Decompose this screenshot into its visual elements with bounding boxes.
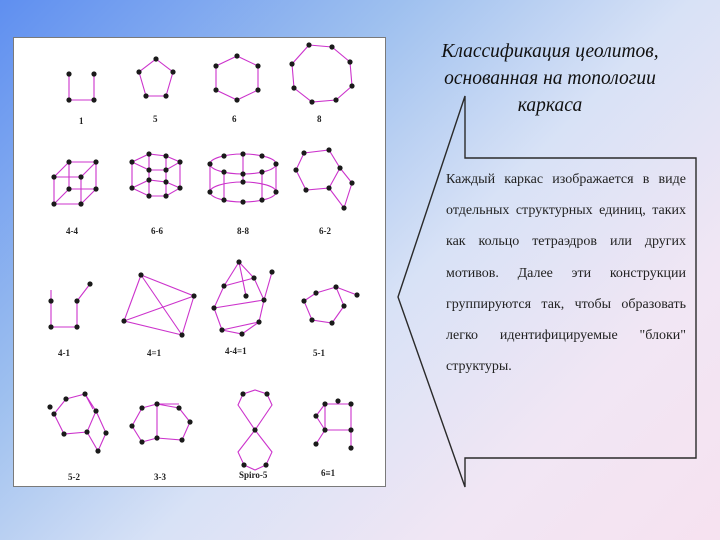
unit-4-4: [51, 159, 99, 207]
label-unit-8-8: 8-8: [237, 226, 249, 236]
zeolite-building-units-figure: 1 5 6 8 4-4 6-6 8-8 6-2 4-1 4=1 4-4=1 5-…: [13, 37, 386, 487]
label-unit-6-2: 6-2: [319, 226, 331, 236]
unit-4-1: [48, 281, 93, 330]
unit-1: [66, 71, 97, 103]
title-line-1: Классификация цеолитов,: [441, 41, 659, 62]
slide-title: Классификация цеолитов, основанная на то…: [400, 38, 700, 119]
description-text: Каждый каркас изображается в виде отдель…: [446, 164, 686, 382]
unit-4-4=1: [211, 259, 275, 337]
unit-5-2: [47, 391, 109, 454]
label-unit-5: 5: [153, 114, 158, 124]
label-unit-8: 8: [317, 114, 322, 124]
unit-5-1: [301, 284, 360, 326]
label-unit-4-1: 4-1: [58, 348, 70, 358]
unit-5-ring: [136, 56, 176, 99]
label-unit-5-1: 5-1: [313, 348, 325, 358]
building-units-diagram: 1 5 6 8 4-4 6-6 8-8 6-2 4-1 4=1 4-4=1 5-…: [47, 42, 360, 482]
unit-3-3: [129, 401, 193, 445]
label-unit-4-4=1: 4-4=1: [225, 346, 247, 356]
unit-spiro-5: [237, 389, 273, 471]
unit-4=1: [121, 272, 197, 338]
label-unit-6=1: 6≡1: [321, 468, 336, 478]
title-line-3: каркаса: [517, 95, 583, 116]
title-line-2: основанная на топологии: [444, 68, 656, 89]
label-unit-6-6: 6-6: [151, 226, 163, 236]
label-unit-1: 1: [79, 116, 84, 126]
label-unit-5-2: 5-2: [68, 472, 80, 482]
unit-6-ring: [213, 53, 261, 103]
unit-6=1: [313, 398, 354, 451]
unit-8-ring: [289, 42, 355, 105]
unit-6-6: [129, 151, 183, 199]
unit-6-2: [293, 147, 355, 211]
label-unit-3-3: 3-3: [154, 472, 166, 482]
label-unit-4=1: 4=1: [147, 348, 162, 358]
label-unit-spiro-5: Spiro-5: [239, 470, 268, 480]
label-unit-4-4: 4-4: [66, 226, 78, 236]
label-unit-6: 6: [232, 114, 237, 124]
description-paragraph: Каждый каркас изображается в виде отдель…: [446, 172, 686, 375]
unit-8-8: [207, 151, 279, 205]
